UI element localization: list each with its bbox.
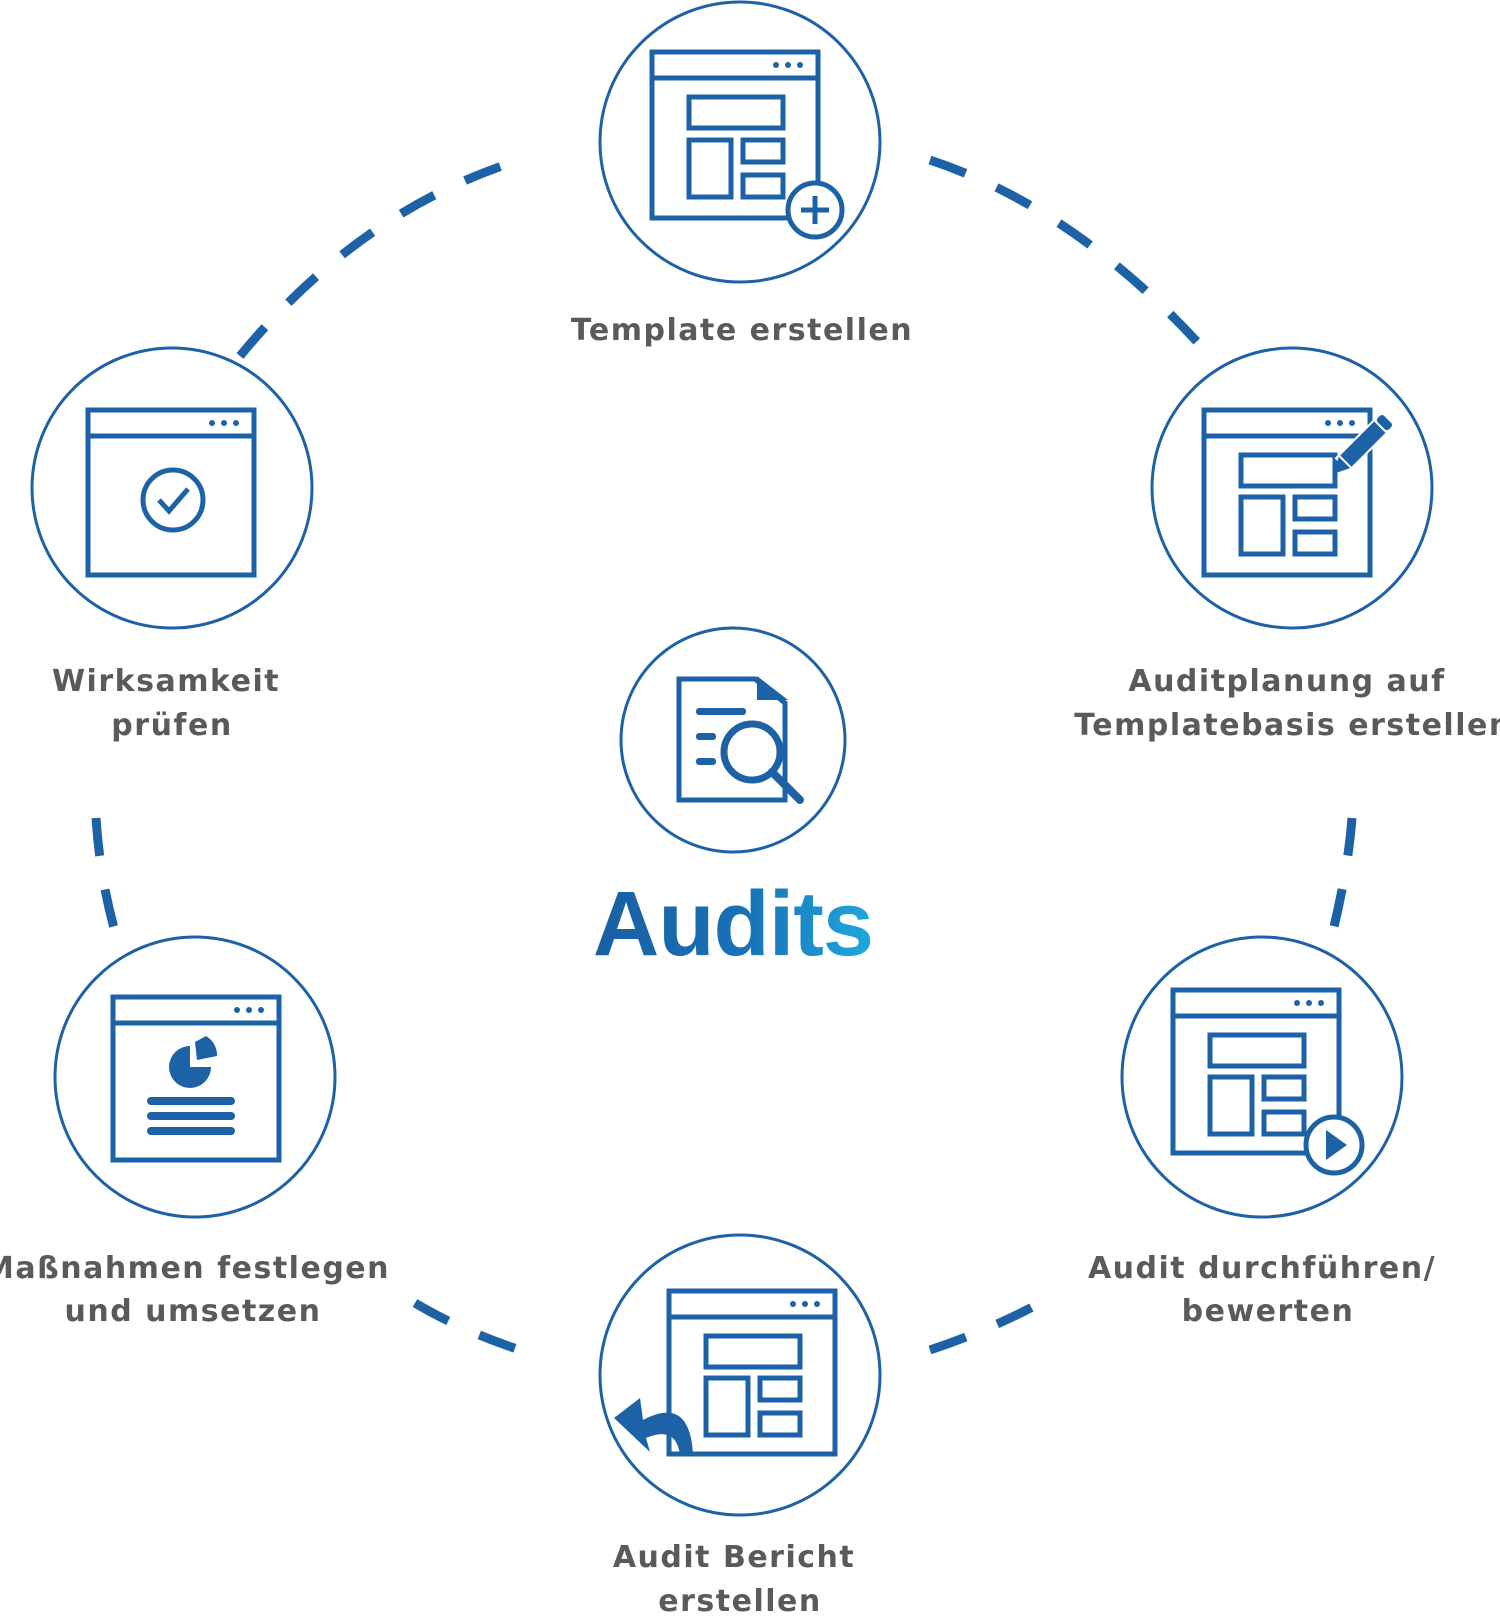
step-audit-durchfuehren [1120, 935, 1404, 1219]
step-massnahmen [53, 935, 337, 1219]
connector-top-right [928, 155, 1214, 359]
step-circle [598, 0, 882, 284]
step-label-wirksamkeit: Wirksamkeit prüfen [52, 664, 292, 743]
step-labels: Template erstellen Auditplanung auf Temp… [0, 313, 1500, 1619]
connector-bottom-left [412, 1299, 522, 1355]
connector-right [1327, 817, 1357, 937]
step-template-erstellen [598, 0, 882, 284]
step-label-auditplanung: Auditplanung auf Templatebasis erstellen [1074, 664, 1500, 743]
step-label-bericht: Audit Bericht erstellen [613, 1540, 867, 1619]
step-label-massnahmen: Maßnahmen festlegen und umsetzen [0, 1251, 402, 1329]
center-audits: Audits [593, 626, 874, 975]
window-check-icon [85, 407, 257, 578]
step-auditplanung [1150, 346, 1434, 630]
connector-top-left [236, 155, 522, 359]
step-label-durchfuehren: Audit durchführen/ bewerten [1088, 1251, 1448, 1329]
template-share-icon [614, 1288, 838, 1457]
template-edit-icon [1201, 407, 1393, 578]
connector-lines [91, 155, 1357, 1355]
report-chart-icon [110, 994, 282, 1163]
center-title: Audits [593, 873, 873, 975]
connector-left [91, 817, 121, 937]
step-circle [30, 346, 314, 630]
template-add-icon [649, 49, 845, 240]
step-label-template: Template erstellen [571, 313, 913, 348]
document-search-icon [676, 676, 804, 804]
step-circle [598, 1233, 882, 1517]
step-wirksamkeit [30, 346, 314, 630]
template-play-icon [1170, 987, 1365, 1176]
step-audit-bericht [598, 1233, 882, 1517]
connector-bottom-right [928, 1299, 1043, 1355]
